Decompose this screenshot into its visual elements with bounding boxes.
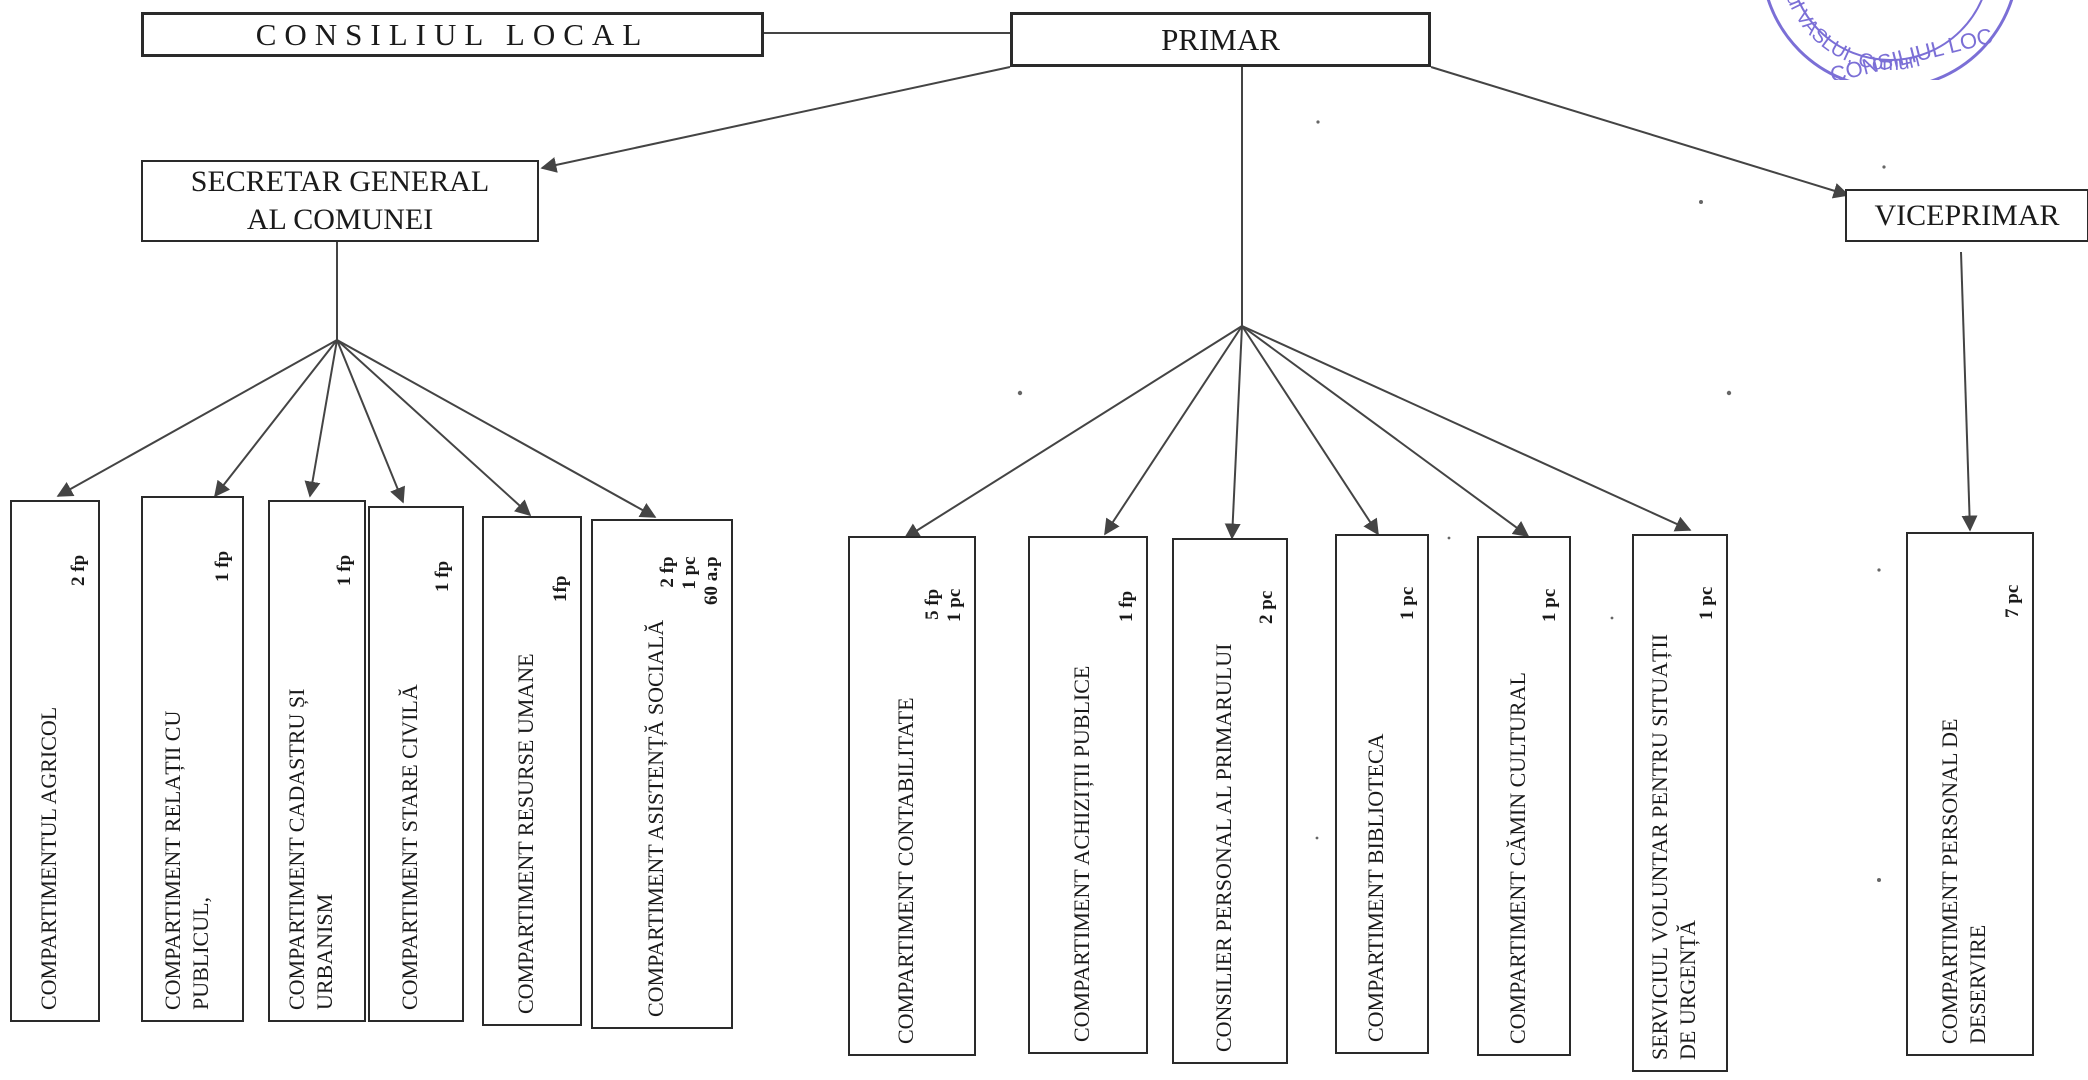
department-box-resurse: COMPARTIMENT RESURSE UMANE 1fp xyxy=(482,516,582,1026)
staff-count: 1 fp xyxy=(432,561,454,592)
staff-count: 1 fp xyxy=(212,551,234,582)
staff-count: 1 pc xyxy=(1696,587,1718,620)
department-box-stare: COMPARTIMENT STARE CIVILĂ 1 fp xyxy=(368,506,464,1022)
staff-count-count1: 5 fp xyxy=(922,588,943,620)
department-box-biblioteca: COMPARTIMENT BIBLIOTECA 1 pc xyxy=(1335,534,1429,1054)
department-name-line1: CONSILIER PERSONAL AL PRIMARULUI xyxy=(1211,643,1236,1052)
staff-count: 1 fp xyxy=(1116,591,1138,622)
staff-count: 1 pc xyxy=(1397,587,1419,620)
department-name-line2: URBANISM xyxy=(312,893,337,1010)
staff-count-count2: 1 pc xyxy=(944,588,965,622)
mayor-box: PRIMAR xyxy=(1010,12,1431,67)
vicemayor-label: VICEPRIMAR xyxy=(1874,198,2060,232)
department-name-line1: COMPARTIMENT CADASTRU ȘI xyxy=(284,688,309,1010)
staff-count-count3: 60 a.p xyxy=(701,556,722,605)
staff-count-count1: 2 fp xyxy=(68,554,89,586)
department-box-consilier: CONSILIER PERSONAL AL PRIMARULUI 2 pc xyxy=(1172,538,1288,1064)
secretary-box: SECRETAR GENERAL AL COMUNEI xyxy=(141,160,539,242)
department-name-line2: DESERVIRE xyxy=(1965,924,1990,1044)
department-name-line2: DE URGENȚĂ xyxy=(1675,920,1700,1060)
staff-count: 1fp xyxy=(550,576,572,602)
department-name-line2: PUBLICUL, xyxy=(187,896,213,1010)
department-name: COMPARTIMENT ACHIZIȚII PUBLICE xyxy=(1068,666,1096,1042)
staff-count-count1: 1 fp xyxy=(212,550,233,582)
department-name-line1: SERVICIUL VOLUNTAR PENTRU SITUAȚII xyxy=(1647,633,1672,1060)
department-name: COMPARTIMENTUL AGRICOL xyxy=(35,707,63,1010)
staff-count-count2: 1 pc xyxy=(679,556,700,590)
staff-count: 7 pc xyxy=(2002,585,2024,618)
department-name-line1: COMPARTIMENTUL AGRICOL xyxy=(36,706,61,1010)
staff-count-count1: 1 pc xyxy=(1696,586,1717,620)
department-name-line1: COMPARTIMENT ACHIZIȚII PUBLICE xyxy=(1069,665,1094,1042)
staff-count: 2 fp xyxy=(68,555,90,586)
department-name-line1: COMPARTIMENT CĂMIN CULTURAL xyxy=(1505,672,1530,1044)
staff-count-count1: 1 fp xyxy=(432,560,453,592)
staff-count-count1: 2 pc xyxy=(1256,590,1277,624)
staff-count-count1: 2 fp xyxy=(657,556,678,588)
official-stamp: ețul VASLUI, Comun CONSILIUL LOC xyxy=(1766,0,2014,80)
staff-count: 1 pc xyxy=(1539,589,1561,622)
mayor-label: PRIMAR xyxy=(1161,21,1280,57)
department-name-line1: COMPARTIMENT BIBLIOTECA xyxy=(1363,733,1388,1042)
department-name: CONSILIER PERSONAL AL PRIMARULUI xyxy=(1210,644,1238,1052)
department-name-line1: COMPARTIMENT RESURSE UMANE xyxy=(513,653,538,1014)
department-box-camin: COMPARTIMENT CĂMIN CULTURAL 1 pc xyxy=(1477,536,1571,1056)
department-name-line1: COMPARTIMENT RELAȚII CU xyxy=(159,710,185,1010)
department-name: COMPARTIMENT BIBLIOTECA xyxy=(1362,733,1390,1042)
secretary-label-line1: SECRETAR GENERAL xyxy=(190,165,490,198)
staff-count: 2 pc xyxy=(1256,591,1278,624)
department-name-line1: COMPARTIMENT ASISTENȚĂ SOCIALĂ xyxy=(643,619,668,1017)
department-name: COMPARTIMENT CĂMIN CULTURAL xyxy=(1504,672,1532,1044)
staff-count-count1: 1 fp xyxy=(334,554,355,586)
vicemayor-deservire-arrow xyxy=(1960,251,1978,532)
department-name: COMPARTIMENT ASISTENȚĂ SOCIALĂ xyxy=(642,620,670,1017)
staff-count-count1: 1fp xyxy=(550,575,571,602)
vicemayor-box: VICEPRIMAR xyxy=(1845,189,2088,242)
council-box: CONSILIUL LOCAL xyxy=(141,12,764,57)
department-name: COMPARTIMENT STARE CIVILĂ xyxy=(396,684,424,1010)
department-box-agricol: COMPARTIMENTUL AGRICOL 2 fp xyxy=(10,500,100,1022)
mayor-secretary-arrow xyxy=(540,66,1011,173)
staff-count-count1: 7 pc xyxy=(2002,584,2023,618)
department-name: COMPARTIMENT RESURSE UMANE xyxy=(512,653,540,1014)
department-name: COMPARTIMENT CONTABILITATE xyxy=(892,697,920,1044)
staff-count-count1: 1 pc xyxy=(1539,588,1560,622)
staff-count-count1: 1 fp xyxy=(1116,590,1137,622)
staff-count-count1: 1 pc xyxy=(1397,586,1418,620)
staff-count: 1 fp xyxy=(334,555,356,586)
department-box-achizitii: COMPARTIMENT ACHIZIȚII PUBLICE 1 fp xyxy=(1028,536,1148,1054)
department-name-line1: COMPARTIMENT CONTABILITATE xyxy=(893,697,918,1044)
department-name-line1: COMPARTIMENT PERSONAL DE xyxy=(1937,718,1962,1044)
mayor-vicemayor-arrow xyxy=(1430,66,1850,199)
council-label: CONSILIUL LOCAL xyxy=(255,16,650,52)
department-name-line1: COMPARTIMENT STARE CIVILĂ xyxy=(397,684,422,1010)
secretary-label-line2: AL COMUNEI xyxy=(246,203,434,236)
